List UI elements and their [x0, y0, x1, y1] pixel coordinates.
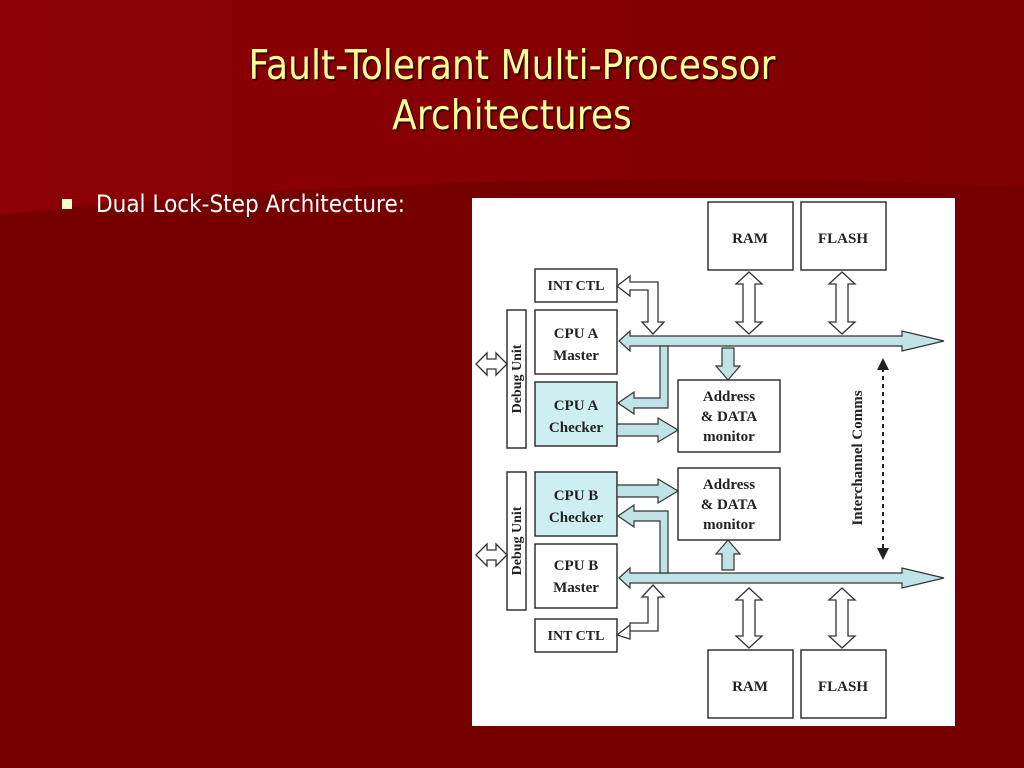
debug-unit-bottom-box: [506, 471, 527, 611]
debug-bottom-io-arrow: [475, 542, 508, 568]
square-bullet-icon: [62, 199, 72, 209]
int-ctl-bottom-arrow: [615, 584, 666, 640]
monitor-a-box: [677, 379, 781, 453]
architecture-diagram: RAM FLASH RAM FLASH INT CTL INT CTL CPU …: [472, 198, 955, 726]
top-ram-label: RAM: [732, 231, 768, 247]
bus-to-checker-b-arrow: [616, 503, 669, 574]
int-ctl-top-label: INT CTL: [548, 279, 605, 294]
debug-unit-top-label: Debug Unit: [510, 344, 525, 413]
cpu-b-checker-label-2: Checker: [549, 510, 603, 526]
flash-bus-bottom-arrow: [827, 587, 857, 649]
checker-a-output-arrow: [616, 416, 680, 444]
bottom-ram-label: RAM: [732, 679, 768, 695]
interchannel-comms-arrow: [877, 358, 889, 560]
cpu-b-master-label-2: Master: [553, 580, 599, 596]
top-ram-box: [707, 201, 794, 271]
architecture-diagram-svg: RAM FLASH RAM FLASH INT CTL INT CTL CPU …: [475, 201, 945, 719]
monitor-b-label-2: & DATA: [701, 497, 758, 513]
cpu-a-checker-label-1: CPU A: [554, 398, 599, 414]
monitor-a-label-3: monitor: [703, 429, 755, 445]
top-flash-box: [800, 201, 887, 271]
interchannel-comms-label: Interchannel Comms: [850, 390, 866, 525]
slide-title: Fault-Tolerant Multi-Processor Architect…: [61, 40, 962, 140]
flash-bus-top-arrow: [827, 271, 857, 335]
cpu-a-master-box: [534, 309, 618, 375]
bus-to-monitor-a-arrow: [714, 347, 742, 381]
bottom-ram-box: [707, 649, 794, 719]
monitor-b-box: [677, 467, 781, 541]
bottom-flash-box: [800, 649, 887, 719]
cpu-a-checker-box: [534, 381, 618, 447]
monitor-b-label-3: monitor: [703, 517, 755, 533]
bullet-text: Dual Lock-Step Architecture:: [96, 190, 406, 218]
cpu-b-master-label-1: CPU B: [554, 558, 599, 574]
bus-top-arrow: [618, 329, 945, 353]
bottom-flash-label: FLASH: [818, 679, 868, 695]
cpu-b-master-box: [534, 543, 618, 609]
cpu-b-checker-box: [534, 471, 618, 537]
int-ctl-bottom-box: [534, 618, 618, 653]
debug-unit-top-box: [506, 309, 527, 449]
checker-b-output-arrow: [616, 477, 680, 505]
int-ctl-bottom-label: INT CTL: [548, 629, 605, 644]
monitor-a-label-1: Address: [703, 389, 755, 405]
cpu-a-checker-label-2: Checker: [549, 420, 603, 436]
cpu-a-master-label-1: CPU A: [554, 326, 599, 342]
int-ctl-top-box: [534, 268, 618, 303]
bus-bottom-arrow: [618, 566, 945, 590]
int-ctl-top-arrow: [615, 274, 666, 335]
monitor-a-label-2: & DATA: [701, 409, 758, 425]
monitor-b-label-1: Address: [703, 477, 755, 493]
title-line-1: Fault-Tolerant Multi-Processor: [248, 41, 776, 89]
debug-top-io-arrow: [475, 351, 508, 377]
ram-bus-top-arrow: [734, 271, 764, 335]
bullet-item: Dual Lock-Step Architecture:: [62, 188, 439, 220]
bus-to-checker-a-arrow: [616, 345, 669, 416]
cpu-a-master-label-2: Master: [553, 348, 599, 364]
top-flash-label: FLASH: [818, 231, 868, 247]
ram-bus-bottom-arrow: [734, 587, 764, 649]
bus-to-monitor-b-arrow: [714, 539, 742, 571]
debug-unit-bottom-label: Debug Unit: [510, 506, 525, 575]
cpu-b-checker-label-1: CPU B: [554, 488, 599, 504]
title-line-2: Architectures: [392, 91, 632, 139]
